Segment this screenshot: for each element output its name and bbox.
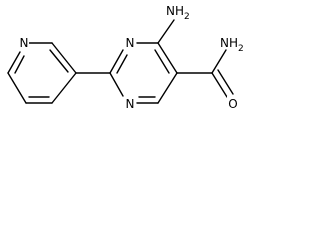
bond [157, 42, 178, 74]
carbonyl-bond [211, 72, 228, 98]
double-bond-inner [49, 49, 69, 73]
atom-label-carbonyl-o: O [228, 97, 237, 111]
bond [7, 51, 21, 74]
atom-label-pyridine-n: N [20, 36, 29, 50]
carbonyl-bond [217, 69, 234, 95]
pyrimidine-ring [109, 42, 178, 104]
bond [109, 72, 124, 97]
atom-label-pyrimidine-n-bottom: N [126, 97, 135, 111]
bond [51, 42, 77, 74]
amino-text: NH [166, 4, 184, 18]
bond [109, 49, 124, 74]
double-bond-inner [116, 54, 128, 74]
bond [7, 72, 27, 104]
bond [51, 72, 77, 104]
atom-label-pyrimidine-n-top: N [126, 36, 135, 50]
amino-subscript: 2 [184, 12, 190, 22]
atom-labels: N N N NH2 NH2 O [19, 4, 244, 111]
double-bond-inner [154, 49, 170, 74]
bond [211, 49, 227, 74]
double-bond-inner [14, 55, 25, 74]
amide-n-text: NH [220, 36, 238, 50]
atom-label-amide-n: NH2 [220, 36, 244, 54]
structure-diagram: N N N NH2 NH2 O [7, 4, 244, 111]
atom-label-amino: NH2 [166, 4, 190, 22]
amino-bond [157, 19, 175, 44]
amide-n-subscript: 2 [238, 44, 244, 54]
bond [157, 72, 178, 104]
carboxamide-group [176, 49, 234, 98]
pyridine-ring [7, 42, 77, 104]
